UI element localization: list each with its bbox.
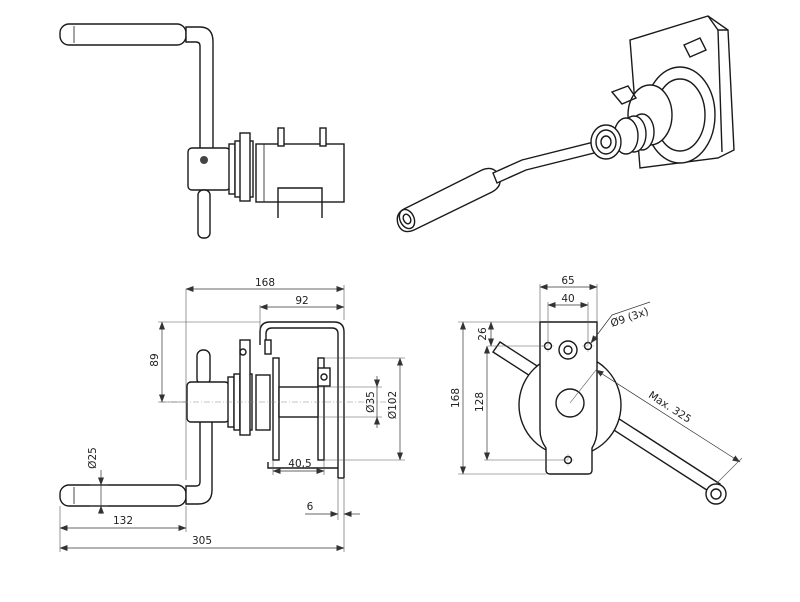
drum-body: [255, 143, 345, 203]
front-handle-end: [705, 483, 727, 505]
dim-bolt-spacing: 65: [561, 275, 574, 287]
dim-plate-height: 168: [450, 388, 462, 408]
dim-hole-vertical: 128: [474, 392, 486, 412]
dim-width-total: 168: [255, 277, 275, 289]
dim-overall-length: 305: [192, 535, 212, 547]
pawl: [239, 132, 251, 202]
dim-drum-diameter: Ø35: [365, 391, 377, 413]
dim-grip-diameter: Ø25: [87, 447, 99, 469]
dim-top-offset: 26: [477, 327, 489, 341]
dim-flange-diameter: Ø102: [387, 391, 399, 419]
dim-width-frame: 92: [295, 295, 308, 307]
frame: [259, 321, 345, 478]
handle-shaft: [197, 189, 211, 239]
iso-spring: [613, 113, 655, 155]
dim-height-handle: 89: [149, 353, 161, 366]
top-side-view: [59, 23, 345, 239]
iso-handle-grip: [396, 167, 501, 233]
hub: [187, 147, 231, 191]
iso-crank-arm: [492, 140, 603, 184]
crank-arm: [185, 26, 214, 161]
drum-flange-left: [272, 357, 280, 461]
dim-crank-radius: Max. 325: [646, 389, 693, 425]
dim-bolt-inner: 40: [561, 293, 574, 305]
grip-lower: [59, 484, 187, 507]
handle-grip: [59, 23, 187, 46]
front-view: 65 40 Ø9 (3x) 26 168 128 Max. 325: [450, 275, 743, 505]
dimensioned-side-view: 168 92 89 Ø35 Ø102 40,5 6: [59, 277, 405, 552]
hub-pin: [200, 156, 208, 164]
dim-plate-thickness: 6: [307, 501, 314, 513]
dim-drum-width: 40,5: [288, 458, 311, 470]
dim-grip-length: 132: [113, 515, 133, 527]
isometric-view: [396, 15, 735, 233]
